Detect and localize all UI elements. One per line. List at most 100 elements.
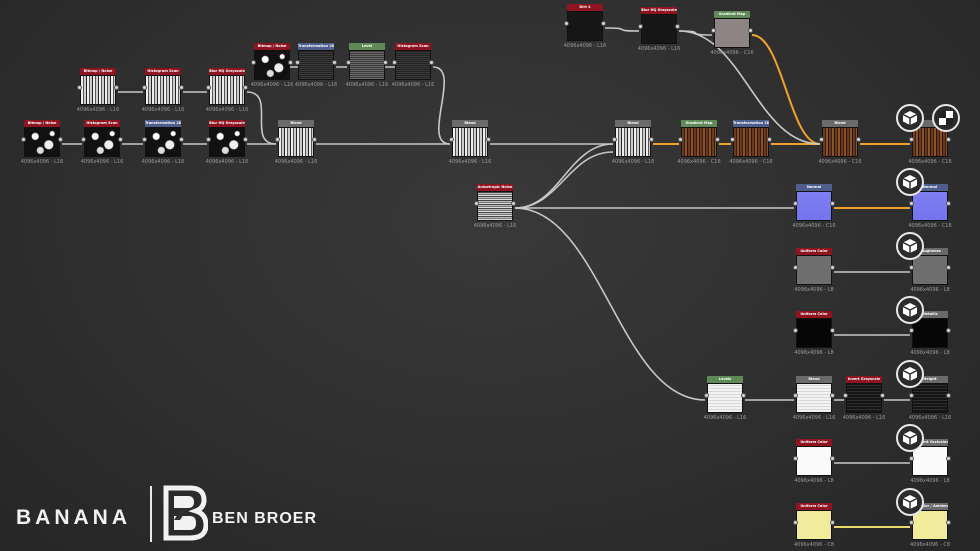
input-port[interactable] (711, 28, 716, 33)
input-port[interactable] (909, 520, 914, 525)
input-port[interactable] (909, 393, 914, 398)
output-port[interactable] (830, 328, 835, 333)
output-port[interactable] (179, 137, 184, 142)
output-port[interactable] (429, 60, 434, 65)
output-port[interactable] (748, 28, 753, 33)
input-port[interactable] (909, 201, 914, 206)
cube-icon[interactable] (896, 488, 924, 516)
output-port[interactable] (288, 60, 293, 65)
output-port[interactable] (741, 393, 746, 398)
output-port[interactable] (118, 137, 123, 142)
checker-icon[interactable] (932, 104, 960, 132)
output-port[interactable] (830, 456, 835, 461)
input-port[interactable] (77, 85, 82, 90)
output-port[interactable] (486, 137, 491, 142)
cube-icon[interactable] (896, 168, 924, 196)
input-port[interactable] (638, 24, 643, 29)
input-port[interactable] (81, 137, 86, 142)
output-port[interactable] (649, 137, 654, 142)
input-port[interactable] (206, 85, 211, 90)
input-port[interactable] (449, 137, 454, 142)
input-port[interactable] (295, 60, 300, 65)
input-port[interactable] (612, 137, 617, 142)
output-port[interactable] (114, 85, 119, 90)
input-port[interactable] (730, 137, 735, 142)
output-port[interactable] (332, 60, 337, 65)
output-port[interactable] (880, 393, 885, 398)
input-port[interactable] (793, 265, 798, 270)
input-port[interactable] (909, 456, 914, 461)
output-port[interactable] (946, 328, 951, 333)
output-port[interactable] (243, 137, 248, 142)
output-port[interactable] (830, 201, 835, 206)
input-port[interactable] (909, 137, 914, 142)
cube-icon[interactable] (896, 360, 924, 388)
input-port[interactable] (392, 60, 397, 65)
graph-node[interactable]: Specular / Ambient Scale4096x4096 - C8 (909, 503, 951, 548)
output-port[interactable] (312, 137, 317, 142)
input-port[interactable] (819, 137, 824, 142)
input-port[interactable] (909, 265, 914, 270)
input-port[interactable] (346, 60, 351, 65)
input-port[interactable] (793, 201, 798, 206)
input-port[interactable] (793, 456, 798, 461)
cube-icon[interactable] (896, 104, 924, 132)
cube-icon[interactable] (896, 424, 924, 452)
output-port[interactable] (383, 60, 388, 65)
output-port[interactable] (946, 137, 951, 142)
input-port[interactable] (21, 137, 26, 142)
graph-node[interactable]: 4096x4096 - C16 (908, 120, 952, 165)
output-port[interactable] (946, 393, 951, 398)
output-port[interactable] (830, 265, 835, 270)
input-port[interactable] (275, 137, 280, 142)
output-port[interactable] (946, 201, 951, 206)
output-port[interactable] (856, 137, 861, 142)
input-port[interactable] (206, 137, 211, 142)
output-port[interactable] (767, 137, 772, 142)
input-port[interactable] (142, 85, 147, 90)
input-port[interactable] (142, 137, 147, 142)
cube-icon[interactable] (896, 296, 924, 324)
input-port[interactable] (793, 520, 798, 525)
output-port[interactable] (946, 265, 951, 270)
input-port[interactable] (251, 60, 256, 65)
input-port[interactable] (843, 393, 848, 398)
output-port[interactable] (946, 520, 951, 525)
output-port[interactable] (830, 520, 835, 525)
input-port[interactable] (678, 137, 683, 142)
output-port[interactable] (675, 24, 680, 29)
cube-icon[interactable] (896, 232, 924, 260)
input-port[interactable] (474, 201, 479, 206)
input-port[interactable] (564, 21, 569, 26)
output-port[interactable] (179, 85, 184, 90)
input-port[interactable] (793, 393, 798, 398)
